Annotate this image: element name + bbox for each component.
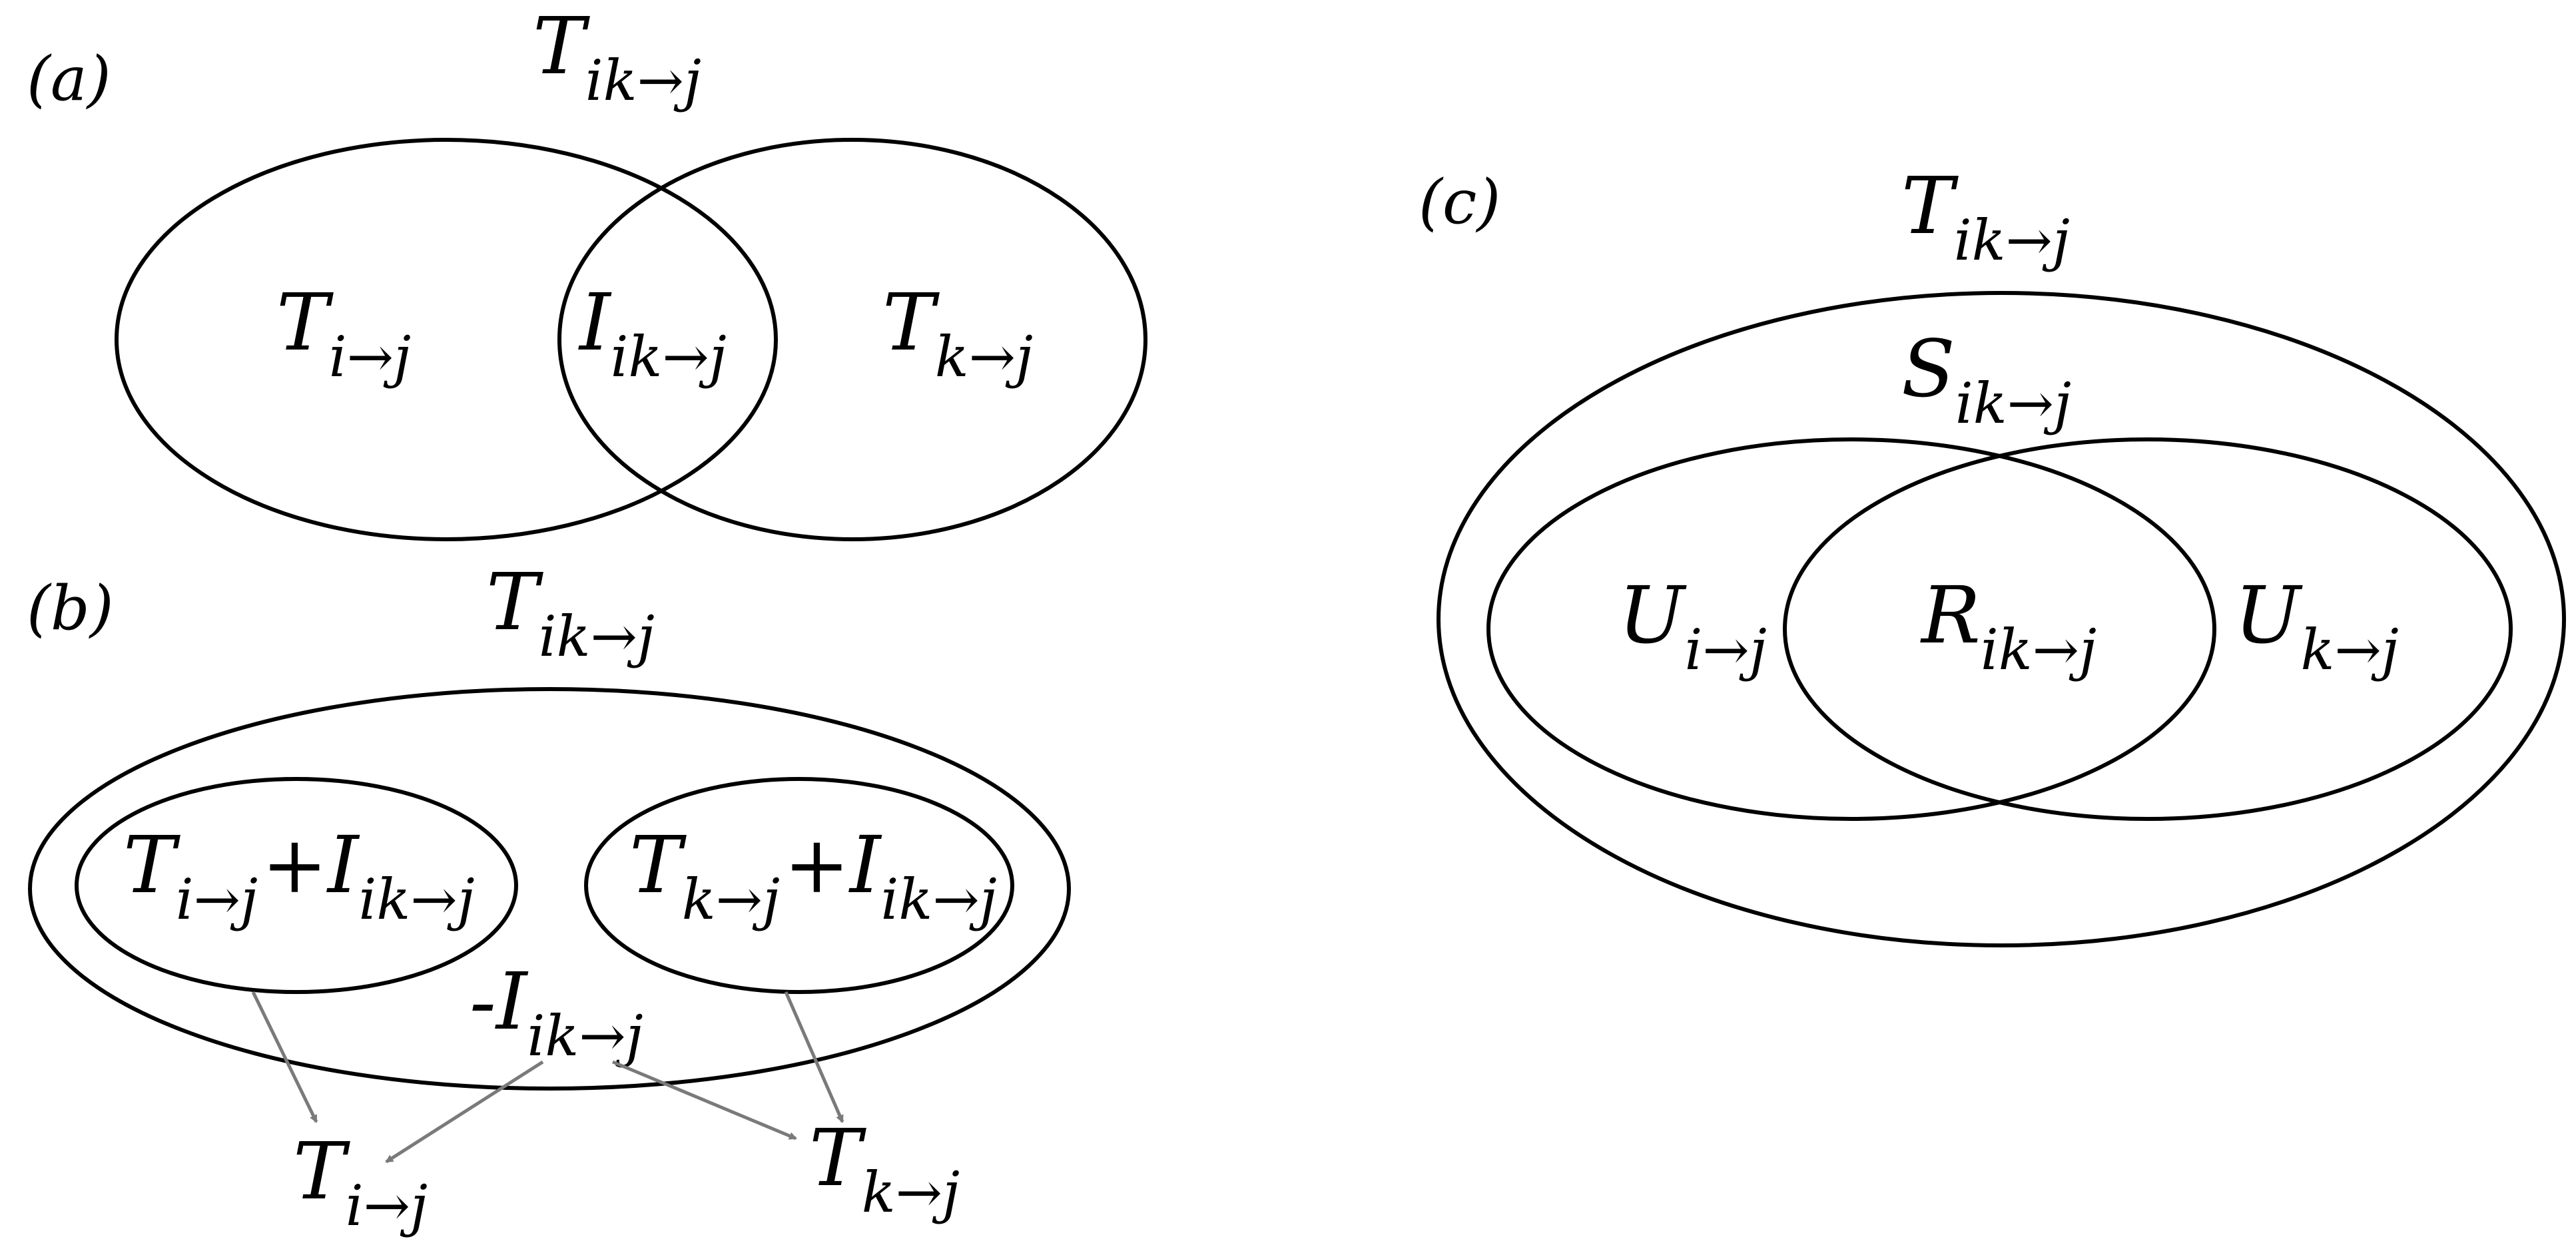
- panel-c-left-label: Ui→j: [1618, 569, 1767, 682]
- ellipse-b-outer: [28, 687, 1071, 1091]
- ellipse-a-right: [557, 138, 1147, 541]
- arrow-right-to-tk: [784, 991, 844, 1123]
- arrow-left-to-ti: [251, 991, 318, 1123]
- ellipse-c-outer: [1437, 291, 2566, 947]
- panel-c-outer-label: Tik→j: [1901, 160, 2070, 273]
- panel-b-bottom-left-label: Ti→j: [293, 1125, 428, 1238]
- arrow-minus-to-tk: [612, 1060, 797, 1140]
- panel-a-middle-label: Iik→j: [578, 276, 727, 389]
- panel-c-right-label: Uk→j: [2234, 569, 2399, 682]
- panel-b: (b) Tik→j Ti→j+Iik→j Tk→j+Iik→j -Iik→j T…: [27, 556, 1071, 1238]
- panel-a: (a) Tik→j Ti→j Iik→j Tk→j: [27, 0, 1147, 541]
- arrow-minus-to-ti: [385, 1060, 544, 1164]
- panel-c-label: (c): [1419, 166, 1500, 238]
- panel-a-right-label: Tk→j: [882, 276, 1033, 389]
- ellipse-b-left: [75, 777, 518, 994]
- panel-b-left-label: Ti→j+Iik→j: [123, 819, 475, 932]
- panel-c-middle-label: Rik→j: [1920, 569, 2096, 682]
- panel-b-right-label: Tk→j+Iik→j: [629, 819, 997, 932]
- ellipse-c-right: [1783, 437, 2513, 821]
- ellipse-a-left: [115, 138, 778, 541]
- panel-a-left-label: Ti→j: [276, 276, 411, 389]
- panel-c: (c) Tik→j Sik→j Ui→j Rik→j Uk→j: [1419, 160, 2566, 947]
- panel-b-minus-label: -Iik→j: [470, 955, 643, 1069]
- panel-b-label: (b): [27, 573, 114, 644]
- ellipse-b-right: [584, 777, 1014, 994]
- panel-b-outer-label: Tik→j: [486, 556, 655, 669]
- panel-b-bottom-right-label: Tk→j: [809, 1112, 960, 1225]
- panel-a-outer-label: Tik→j: [533, 0, 701, 113]
- ellipse-c-left: [1486, 437, 2216, 821]
- panel-a-label: (a): [27, 43, 111, 115]
- panel-c-synergy-label: Sik→j: [1901, 323, 2071, 436]
